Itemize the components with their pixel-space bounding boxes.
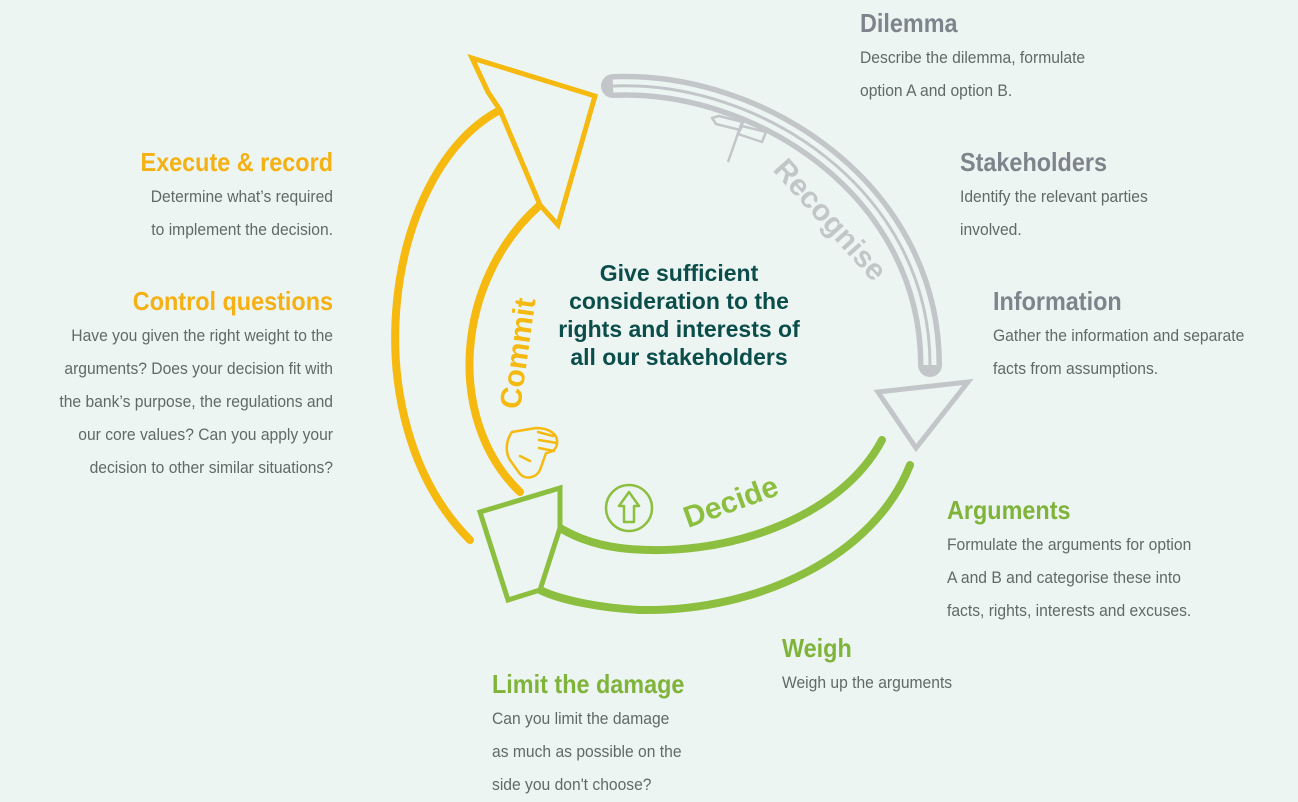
step-limit-damage: Limit the damage Can you limit the damag…	[492, 669, 792, 801]
step-title: Arguments	[947, 495, 1071, 525]
step-arguments: Arguments Formulate the arguments for op…	[947, 495, 1292, 627]
step-execute-record: Execute & record Determine what’s requir…	[20, 147, 333, 246]
step-title: Execute & record	[140, 147, 333, 177]
decide-arrow	[476, 436, 914, 615]
step-stakeholders: Stakeholders Identify the relevant parti…	[960, 147, 1280, 246]
up-arrow-circle-icon	[604, 483, 654, 533]
step-weigh: Weigh Weigh up the arguments	[782, 633, 1082, 699]
step-title: Limit the damage	[492, 669, 685, 699]
signpost-icon	[710, 114, 768, 163]
step-title: Dilemma	[860, 8, 958, 38]
step-information: Information Gather the information and s…	[993, 286, 1293, 385]
center-statement: Give sufficient consideration to the rig…	[558, 260, 800, 370]
step-title: Weigh	[782, 633, 852, 663]
step-title: Stakeholders	[960, 147, 1107, 177]
step-title: Control questions	[132, 286, 333, 316]
handshake-icon	[505, 426, 559, 479]
recognise-arrow	[601, 73, 974, 453]
commit-label: Commit	[494, 296, 542, 411]
step-control-questions: Control questions Have you given the rig…	[0, 286, 333, 484]
decide-label: Decide	[679, 470, 783, 535]
commit-arrow	[391, 53, 599, 544]
step-description: Weigh up the arguments	[782, 673, 953, 692]
step-title: Information	[993, 286, 1122, 316]
